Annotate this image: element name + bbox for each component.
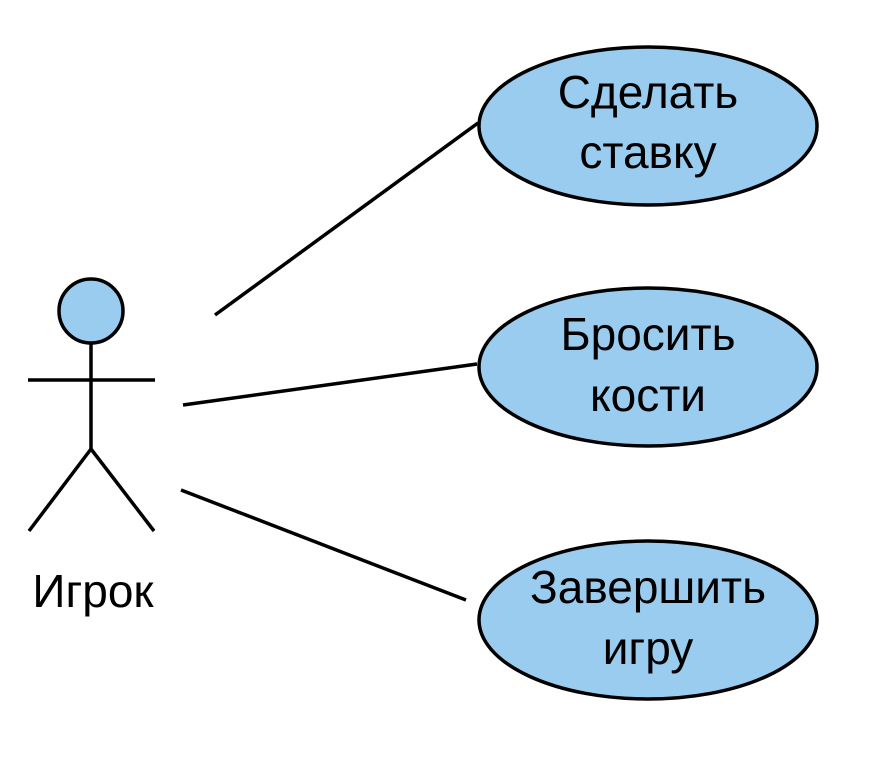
association-line-end bbox=[180, 488, 467, 602]
actor-head bbox=[57, 277, 125, 345]
use-case-end-game-line2: игру bbox=[603, 622, 694, 674]
use-case-bet-ellipse bbox=[477, 45, 819, 207]
use-case-roll-dice-line1: Бросить bbox=[560, 308, 735, 360]
use-case-end-game-line1: Завершить bbox=[530, 561, 766, 613]
stick-figure-icon bbox=[27, 277, 156, 533]
association-line-roll bbox=[182, 362, 478, 407]
use-case-roll-dice-ellipse bbox=[477, 286, 819, 448]
use-case-bet-line2: ставку bbox=[579, 126, 716, 178]
actor-right-leg bbox=[89, 447, 156, 533]
use-case-bet-line1: Сделать bbox=[558, 66, 739, 118]
use-case-end-game: Завершить игру bbox=[477, 539, 819, 701]
actor-label: Игрок bbox=[32, 565, 154, 617]
actor: Игрок bbox=[27, 277, 156, 617]
use-case-end-game-ellipse bbox=[477, 539, 819, 701]
use-case-roll-dice-line2: кости bbox=[590, 369, 706, 421]
actor-left-leg bbox=[27, 447, 93, 533]
use-case-bet: Сделать ставку bbox=[477, 45, 819, 207]
use-case-roll-dice: Бросить кости bbox=[477, 286, 819, 448]
association-line-bet bbox=[213, 121, 480, 317]
